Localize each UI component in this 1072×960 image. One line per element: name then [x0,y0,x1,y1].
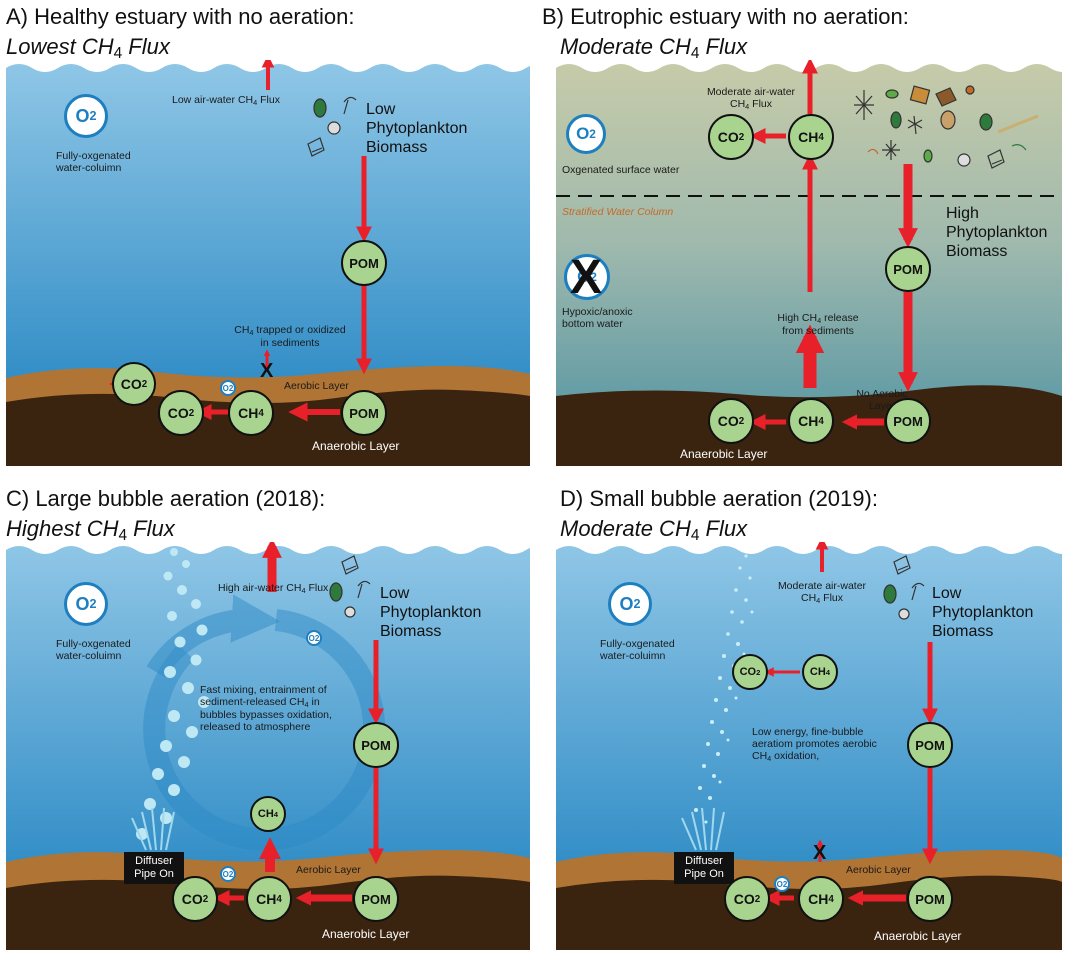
panel-b-flux-label: Moderate air-water CH4 Flux [706,86,796,111]
panel-c-water [6,546,530,950]
diffuser-pipe: Diffuser Pipe On [124,852,184,885]
panel-d-title: D) Small bubble aeration (2019): [560,486,878,511]
panel-d-phyto-label: Low Phytoplankton Biomass [932,585,1034,641]
panel-a-phyto-label: Low Phytoplankton Biomass [366,101,468,157]
pom-circle: POM [885,246,931,292]
panel-d-oxidation-label: Low energy, fine-bubble aeratiom promote… [752,726,877,763]
panel-b-stratified-label: Stratified Water Column [562,206,674,218]
panel-a-flux-label: Low air-water CH4 Flux [172,94,280,107]
pom-circle: POM [885,398,931,444]
o2-small-icon: O2 [220,866,236,882]
x-mark: X [260,360,274,382]
x-mark: X [570,251,603,304]
panel-a-trapped-label: CH4 trapped or oxidized in sediments [234,324,346,350]
panel-c-phyto-label: Low Phytoplankton Biomass [380,585,482,641]
bubble-jets [131,807,175,851]
panel-b-title: B) Eutrophic estuary with no aeration: [542,4,909,29]
diffuser-pipe: Diffuser Pipe On [674,852,734,885]
panel-c-anaerobic-label: Anaerobic Layer [322,927,410,941]
panel-c: C) Large bubble aeration (2018): Highest… [0,480,536,960]
panel-c-mixing-label: Fast mixing, entrainment of sediment-rel… [200,684,332,734]
pom-circle: POM [353,722,399,768]
panel-a-water-label: Fully-oxgenated water-coluimn [56,150,131,175]
panel-d-subtitle: Moderate CH4 Flux [560,516,748,544]
panel-b: B) Eutrophic estuary with no aeration: M… [536,0,1072,480]
panel-b-surface-label: Oxgenated surface water [562,164,680,176]
bubble-jets [681,807,725,851]
panel-c-title: C) Large bubble aeration (2018): [6,486,326,511]
fine-bubbles [694,554,754,824]
plankton-icon [307,96,357,157]
panel-a-title: A) Healthy estuary with no aeration: [6,4,355,29]
o2-small-icon: O2 [774,876,790,892]
panel-a-anaerobic-label: Anaerobic Layer [312,439,400,453]
panel-b-subtitle: Moderate CH4 Flux [560,34,748,62]
panel-c-water-label: Fully-oxgenated water-coluimn [56,638,131,663]
panel-a: A) Healthy estuary with no aeration: Low… [0,0,536,480]
panel-b-anaerobic-label: Anaerobic Layer [680,447,768,461]
o2-small-icon: O2 [220,380,236,396]
panel-d-flux-label: Moderate air-water CH4 Flux [777,580,867,605]
pom-circle: POM [353,876,399,922]
panel-b-phyto-label: High Phytoplankton Biomass [946,205,1048,261]
panel-d-anaerobic-label: Anaerobic Layer [874,929,962,943]
pom-circle: POM [341,390,387,436]
panel-d-aerobic-label: Aerobic Layer [846,864,911,876]
plankton-icon [854,85,1039,169]
panel-c-aerobic-label: Aerobic Layer [296,864,361,876]
x-mark: X [813,842,827,864]
panel-c-flux-label: High air-water CH4 Flux [218,582,329,595]
o2-small-icon: O2 [306,630,322,646]
panel-b-hypoxic-label: Hypoxic/anoxic bottom water [562,306,633,331]
large-bubbles [136,548,210,840]
panel-d-water-label: Fully-oxgenated water-coluimn [600,638,675,663]
panel-c-subtitle: Highest CH4 Flux [6,516,175,544]
plankton-icon [883,555,925,620]
panel-a-aerobic-label: Aerobic Layer [284,380,349,392]
plankton-icon [329,555,371,618]
panel-a-subtitle: Lowest CH4 Flux [6,34,170,62]
pom-circle: POM [907,876,953,922]
pom-circle: POM [907,722,953,768]
pom-circle: POM [341,240,387,286]
panel-b-release-label: High CH4 release from sediments [777,312,859,338]
panel-d: D) Small bubble aeration (2019): Moderat… [536,480,1072,960]
